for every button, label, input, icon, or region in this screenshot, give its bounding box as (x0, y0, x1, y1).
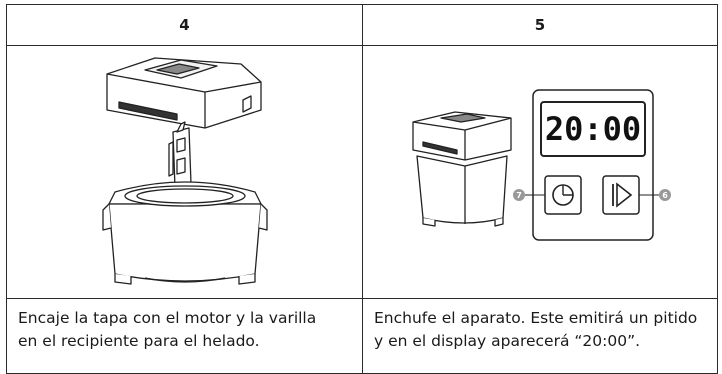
callout-6-marker (659, 189, 671, 201)
step-5-caption: Enchufe el aparato. Este emitirá un piti… (362, 298, 718, 374)
display-time: 20:00 (545, 110, 641, 148)
plug-in-display-illustration: 20:00 7 (412, 89, 671, 241)
timer-button-icon (552, 184, 574, 206)
start-button-icon (612, 182, 633, 208)
caption-row: Encaje la tapa con el motor y la varilla… (6, 298, 718, 374)
step-4-illustration (6, 45, 363, 299)
step-number-row: 4 5 (6, 4, 718, 46)
callout-7-label: 7 (516, 191, 522, 200)
callout-6-label: 6 (662, 191, 668, 200)
step-4-number: 4 (6, 4, 363, 46)
step-5-number: 5 (362, 4, 718, 46)
illustration-row: 20:00 7 (6, 45, 718, 299)
instruction-sheet: 4 5 (6, 4, 718, 374)
step-5-caption-line-2: y en el display aparecerá “20:00”. (374, 332, 641, 350)
step-4-caption-line-1: Encaje la tapa con el motor y la varilla (18, 309, 317, 327)
control-panel: 20:00 (532, 89, 654, 241)
steps-table: 4 5 (6, 4, 718, 374)
ice-cream-maker-assembly-illustration (101, 57, 268, 285)
step-4-caption-line-2: en el recipiente para el helado. (18, 332, 260, 350)
callout-7-marker (513, 189, 525, 201)
step-5-caption-line-1: Enchufe el aparato. Este emitirá un piti… (374, 309, 698, 327)
step-5-illustration: 20:00 7 (362, 45, 718, 299)
step-4-caption: Encaje la tapa con el motor y la varilla… (6, 298, 363, 374)
